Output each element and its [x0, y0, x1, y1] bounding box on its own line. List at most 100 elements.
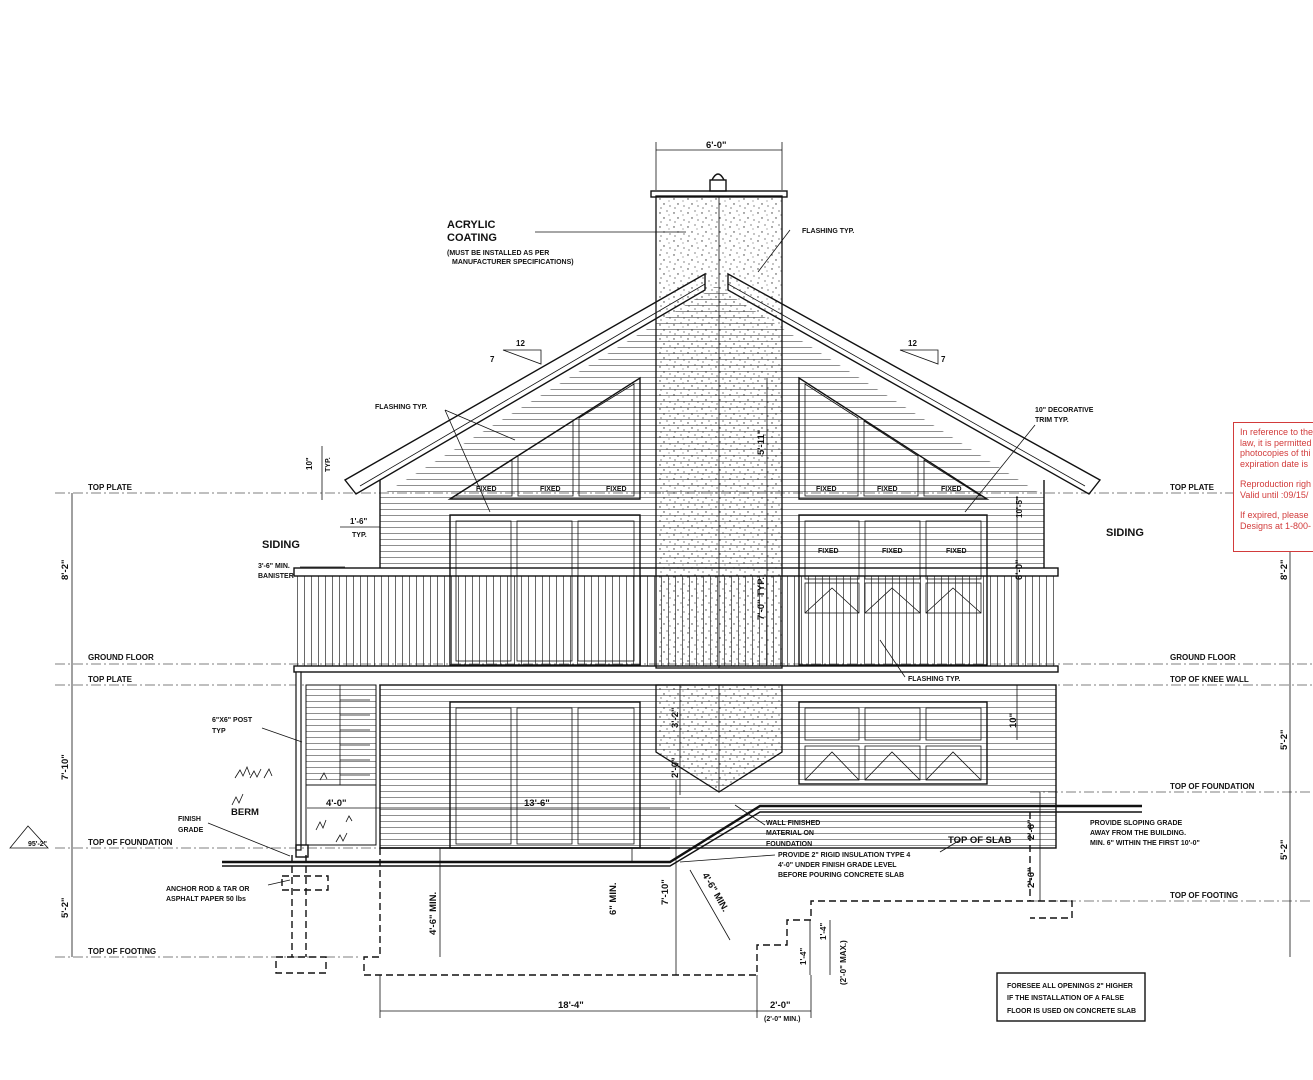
dim-4-0: 4'-0" [326, 798, 347, 809]
copyright-line: expiration date is [1240, 458, 1309, 469]
label-insul-1: PROVIDE 2" RIGID INSULATION TYPE 4 [778, 852, 910, 859]
dim-1-6-typ: TYP. [352, 532, 367, 539]
label-finish-2: GRADE [178, 827, 204, 834]
label-insul-3: BEFORE POURING CONCRETE SLAB [778, 872, 904, 879]
dim-typ: TYP. [325, 457, 332, 472]
label-acrylic-note-2: MANUFACTURER SPECIFICATIONS) [452, 259, 574, 266]
label-insul-2: 4'-0" UNDER FINISH GRADE LEVEL [778, 862, 897, 869]
label-top-footing-left: TOP OF FOOTING [88, 947, 156, 956]
label-wall-1: WALL FINISHED [766, 820, 820, 827]
pitch-rise-right: 7 [941, 355, 946, 364]
label-flashing-left: FLASHING TYP. [375, 404, 427, 411]
label-top-foundation-left: TOP OF FOUNDATION [88, 838, 173, 847]
window-label: FIXED [882, 548, 903, 555]
pitch-rise-left: 7 [490, 355, 495, 364]
label-berm: BERM [231, 807, 259, 818]
label-grade-3: MIN. 6" WITHIN THE FIRST 10'-0" [1090, 840, 1200, 847]
label-top-knee-wall: TOP OF KNEE WALL [1170, 675, 1249, 684]
label-acrylic-note-1: (MUST BE INSTALLED AS PER [447, 250, 549, 257]
dim-8-2-left: 8'-2" [60, 560, 71, 581]
dim-10-typ: 10" [305, 457, 314, 470]
label-banister-2: BANISTER [258, 573, 294, 580]
dim-18-4: 18'-4" [558, 1000, 584, 1011]
dim-7-10-center: 7'-10" [660, 879, 671, 905]
dim-10-5: 10'-5" [1015, 496, 1024, 518]
dim-chimney-width: 6'-0" [706, 140, 727, 151]
dim-2-0-min: (2'-0" MIN.) [764, 1016, 800, 1023]
dim-2-0-bottom: 2'-0" [770, 1000, 791, 1011]
dim-8-2-right: 8'-2" [1279, 560, 1290, 581]
copyright-line: Valid until :09/15/ [1240, 489, 1309, 500]
note-line-1: FORESEE ALL OPENINGS 2" HIGHER [1007, 983, 1133, 990]
label-top-footing-right: TOP OF FOOTING [1170, 891, 1238, 900]
label-wall-3: FOUNDATION [766, 841, 812, 848]
balcony [293, 567, 1059, 851]
copyright-line: law, it is permitted [1240, 437, 1312, 448]
copyright-line: Reproduction righ [1240, 479, 1312, 489]
label-anchor-1: ANCHOR ROD & TAR OR [166, 886, 249, 893]
dim-2-6b: 2'-6" [1026, 868, 1037, 889]
foresee-note: FORESEE ALL OPENINGS 2" HIGHER IF THE IN… [996, 972, 1146, 1022]
copyright-line: photocopies of thi [1240, 448, 1311, 458]
label-coating: COATING [447, 232, 497, 244]
window-label: FIXED [540, 486, 561, 493]
label-finish-1: FINISH [178, 816, 201, 823]
dim-2-0: 2'-0" [670, 758, 681, 779]
window-label: FIXED [941, 486, 962, 493]
copyright-notice: In reference to the law, it is permitted… [1233, 422, 1313, 552]
label-ground-floor-right: GROUND FLOOR [1170, 653, 1236, 662]
dim-6-min: 6" MIN. [608, 883, 619, 915]
dimension-lines [9, 142, 1291, 1018]
dim-2-6: 2'-6" [1026, 820, 1037, 841]
dim-7-10-left: 7'-10" [60, 754, 71, 780]
label-top-slab: TOP OF SLAB [948, 835, 1012, 846]
label-banister-1: 3'-6" MIN. [258, 563, 290, 570]
dim-13-6: 13'-6" [524, 798, 550, 809]
label-grade-1: PROVIDE SLOPING GRADE [1090, 820, 1183, 827]
dim-7-0-typ: 7'-0" TYP. [756, 577, 767, 620]
dim-5-2-right-b: 5'-2" [1279, 840, 1290, 861]
label-grade-2: AWAY FROM THE BUILDING. [1090, 830, 1186, 837]
label-ground-floor-left: GROUND FLOOR [88, 653, 154, 662]
window-label: FIXED [476, 486, 497, 493]
label-top-foundation-right: TOP OF FOUNDATION [1170, 782, 1255, 791]
note-line-2: IF THE INSTALLATION OF A FALSE [1007, 995, 1124, 1002]
label-siding-right: SIDING [1106, 527, 1144, 539]
label-acrylic: ACRYLIC [447, 219, 496, 231]
dim-4-6-min: 4'-6" MIN. [428, 892, 439, 935]
copyright-line: In reference to the [1240, 427, 1313, 437]
lower-openings [449, 701, 988, 849]
dim-2-0-max: (2'-0" MAX.) [839, 940, 848, 985]
dim-1-4b: 1'-4" [819, 923, 828, 940]
note-line-3: FLOOR IS USED ON CONCRETE SLAB [1007, 1008, 1136, 1015]
dim-5-11: 5'-11" [756, 430, 767, 455]
label-anchor-2: ASPHALT PAPER 50 lbs [166, 896, 246, 903]
label-siding-left: SIDING [262, 539, 300, 551]
pitch-run-right: 12 [908, 339, 917, 348]
label-wall-2: MATERIAL ON [766, 830, 814, 837]
dim-3-2: 3'-2" [670, 708, 681, 729]
label-post-2: TYP [212, 728, 226, 735]
label-trim-1: 10" DECORATIVE [1035, 407, 1094, 414]
copyright-line: If expired, please [1240, 510, 1309, 520]
copyright-line: Designs at 1-800- [1240, 520, 1312, 531]
window-label: FIXED [946, 548, 967, 555]
dim-5-2-right-a: 5'-2" [1279, 730, 1290, 751]
window-label: FIXED [818, 548, 839, 555]
label-flashing-chimney: FLASHING TYP. [802, 228, 854, 235]
label-post-1: 6"X6" POST [212, 717, 253, 724]
dim-1-4a: 1'-4" [799, 948, 808, 965]
label-top-plate-lower: TOP PLATE [88, 675, 133, 684]
dim-5-2-left: 5'-2" [60, 898, 71, 919]
grade-foundation [222, 765, 1142, 976]
dim-angle-marker: 95'-2" [28, 841, 47, 848]
dim-6-0: 6'-0" [1014, 560, 1025, 581]
dim-4-6-min-diag: 4'-6" MIN. [699, 871, 730, 914]
label-top-plate-left: TOP PLATE [88, 483, 133, 492]
label-flashing-balcony: FLASHING TYP. [908, 676, 960, 683]
dim-1-6: 1'-6" [350, 517, 367, 526]
dim-10-lower: 10" [1008, 713, 1019, 728]
window-label: FIXED [877, 486, 898, 493]
label-top-plate-right: TOP PLATE [1170, 483, 1215, 492]
